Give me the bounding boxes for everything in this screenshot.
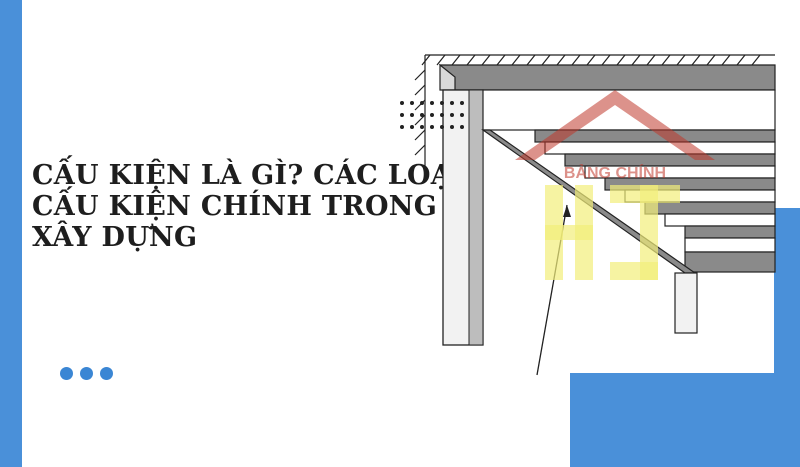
ceiling-hatch	[421, 54, 775, 66]
watermark-text: BẢNG CHÍNH	[564, 163, 666, 182]
page-title: CẤU KIỆN LÀ GÌ? CÁC LOẠI CẤU KIỆN CHÍNH …	[32, 160, 465, 253]
corner-accent-block	[570, 373, 800, 467]
house-roof-logo: BẢNG CHÍNH	[515, 90, 715, 280]
top-slab	[438, 64, 776, 91]
carousel-dots[interactable]	[60, 367, 113, 380]
dot-3[interactable]	[100, 367, 113, 380]
dot-grid-decoration	[400, 101, 464, 129]
title-line-1: CẤU KIỆN LÀ GÌ? CÁC LOẠI	[32, 160, 465, 191]
dot-1[interactable]	[60, 367, 73, 380]
right-column	[674, 272, 698, 334]
right-accent-bar	[774, 208, 800, 388]
title-line-2: CẤU KIỆN CHÍNH TRONG	[32, 191, 438, 222]
stair-steps	[534, 129, 776, 273]
left-accent-bar	[0, 0, 22, 467]
title-line-3: XÂY DỰNG	[32, 222, 198, 253]
dot-2[interactable]	[80, 367, 93, 380]
